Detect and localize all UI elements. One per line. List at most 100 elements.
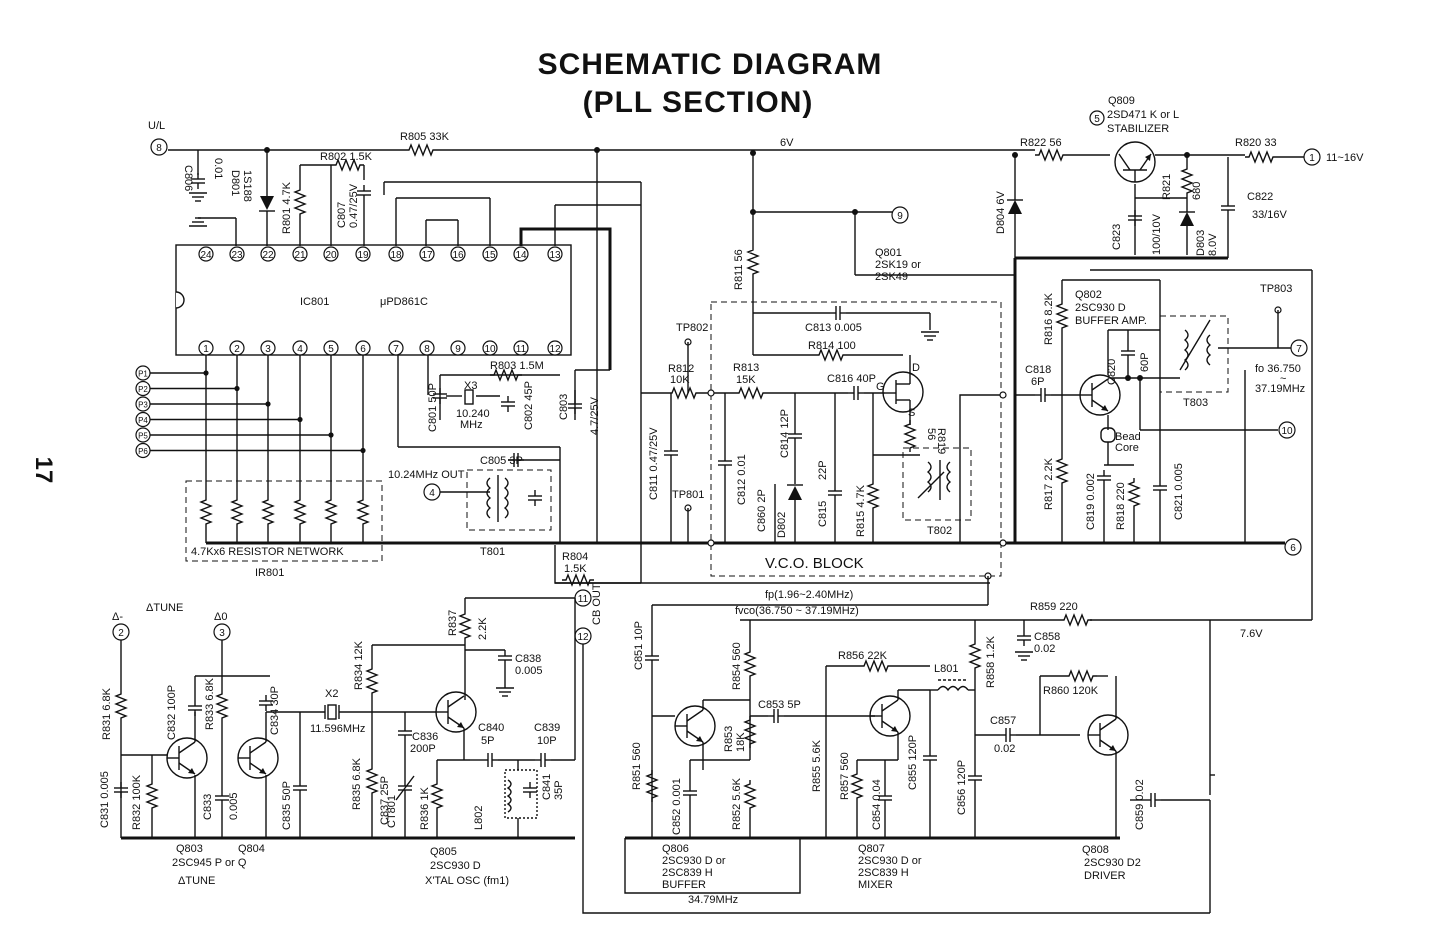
svg-text:9: 9 bbox=[455, 344, 461, 355]
program-pin-p3[interactable]: P3 bbox=[135, 396, 271, 412]
label-delta-minus: Δ- bbox=[112, 611, 123, 623]
ic801-pin-12: 12 bbox=[547, 340, 563, 356]
label-r859: R859 220 bbox=[1030, 601, 1078, 613]
label-r852: R852 5.6K bbox=[731, 777, 743, 830]
label-c815: C815 bbox=[817, 501, 829, 527]
q803-part: 2SC945 P or Q bbox=[172, 857, 247, 869]
connector-1-num: 1 bbox=[1309, 153, 1315, 164]
program-pin-p4[interactable]: P4 bbox=[135, 411, 303, 428]
ic801-pin-16: 16 bbox=[450, 246, 466, 262]
connector-10[interactable] bbox=[1278, 421, 1296, 439]
label-c806-val: 0.01 bbox=[212, 158, 224, 179]
connector-11-num: 11 bbox=[578, 594, 589, 605]
label-1024-out: 10.24MHz OUT bbox=[388, 469, 465, 481]
label-c837: C837 25P bbox=[379, 776, 391, 825]
svg-text:7: 7 bbox=[393, 344, 399, 355]
q809-desc: STABILIZER bbox=[1107, 123, 1169, 135]
program-pin-p5[interactable]: P5 bbox=[135, 427, 334, 443]
connector-1[interactable] bbox=[1303, 148, 1321, 166]
program-pin-p1[interactable]: P1 bbox=[135, 365, 209, 381]
label-c833-val: 0.005 bbox=[228, 792, 240, 820]
fet-pin-s: S bbox=[908, 407, 915, 419]
ic801-pin-13: 13 bbox=[547, 246, 563, 262]
label-x3: X3 bbox=[464, 380, 477, 392]
program-pin-p2[interactable]: P2 bbox=[135, 380, 240, 397]
svg-text:17: 17 bbox=[421, 250, 433, 261]
label-c807-val: 0.47/25V bbox=[348, 183, 360, 228]
ic801-pin-5: 5 bbox=[323, 340, 339, 356]
ic801-pin-1: 1 bbox=[198, 340, 214, 356]
label-d801-val: 1S188 bbox=[241, 170, 253, 202]
ic801-name: IC801 bbox=[300, 296, 329, 308]
connector-7[interactable] bbox=[1290, 339, 1308, 357]
label-c812: C812 0.01 bbox=[736, 454, 748, 505]
label-c857-val: 0.02 bbox=[994, 743, 1015, 755]
label-tp803: TP803 bbox=[1260, 283, 1292, 295]
q807-desc: MIXER bbox=[858, 879, 893, 891]
q801-part: 2SK19 or bbox=[875, 259, 921, 271]
label-r813-val: 15K bbox=[736, 374, 756, 386]
label-c803: C803 bbox=[558, 394, 570, 420]
label-ul: U/L bbox=[148, 120, 165, 132]
label-34-79: 34.79MHz bbox=[688, 894, 738, 906]
connector-9[interactable] bbox=[891, 206, 909, 224]
label-r856: R856 22K bbox=[838, 650, 888, 662]
label-r822: R822 56 bbox=[1020, 137, 1062, 149]
connector-8[interactable] bbox=[150, 138, 168, 156]
label-fo1: fo 36.750 bbox=[1255, 363, 1301, 375]
svg-text:P2: P2 bbox=[138, 385, 148, 394]
label-r853: R853 bbox=[723, 726, 735, 752]
svg-text:P3: P3 bbox=[138, 401, 148, 410]
label-c838-val: 0.005 bbox=[515, 665, 543, 677]
connector-5[interactable] bbox=[1089, 110, 1105, 126]
label-ct801: CT801 bbox=[386, 795, 398, 828]
label-7-6v: 7.6V bbox=[1240, 628, 1263, 640]
label-c803-val: 4.7/25V bbox=[589, 396, 601, 435]
label-c856: C856 120P bbox=[956, 760, 968, 815]
q802-part: 2SC930 D bbox=[1075, 302, 1126, 314]
label-cb-out: CB OUT bbox=[591, 583, 603, 625]
connector-12-num: 12 bbox=[577, 632, 589, 643]
label-c818-val: 6P bbox=[1031, 376, 1044, 388]
ic801-pin-15: 15 bbox=[482, 246, 498, 262]
ic801-pin-9: 9 bbox=[450, 340, 466, 356]
ic801-pin-18: 18 bbox=[388, 246, 404, 262]
q809-part: 2SD471 K or L bbox=[1107, 109, 1179, 121]
q808-ref: Q808 bbox=[1082, 844, 1109, 856]
label-c859: C859 0.02 bbox=[1134, 779, 1146, 830]
svg-text:3: 3 bbox=[265, 344, 271, 355]
label-c836: C836 bbox=[412, 731, 438, 743]
label-c839-val: 10P bbox=[537, 735, 557, 747]
ic801-pin-6: 6 bbox=[355, 340, 371, 356]
connector-4-num: 4 bbox=[429, 488, 435, 499]
label-r855: R855 5.6K bbox=[811, 739, 823, 792]
label-r812: R812 bbox=[668, 363, 694, 375]
program-pin-p6[interactable]: P6 bbox=[135, 442, 366, 459]
ic801-part: μPD861C bbox=[380, 296, 428, 308]
label-c832: C832 100P bbox=[166, 685, 178, 740]
ic801-pin-4: 4 bbox=[292, 340, 308, 356]
ic801-pin-24: 24 bbox=[198, 246, 214, 262]
svg-text:15: 15 bbox=[484, 250, 496, 261]
label-r853-val: 18K bbox=[735, 732, 747, 752]
label-r816: R816 8.2K bbox=[1043, 292, 1055, 345]
label-c814: C814 12P bbox=[779, 409, 791, 458]
label-r831: R831 6.8K bbox=[101, 687, 113, 740]
label-c801: C801 50P bbox=[427, 383, 439, 432]
label-c822-val: 33/16V bbox=[1252, 209, 1288, 221]
label-r860: R860 120K bbox=[1043, 685, 1099, 697]
svg-text:P4: P4 bbox=[138, 416, 148, 425]
q802-desc: BUFFER AMP. bbox=[1075, 315, 1147, 327]
label-c839: C839 bbox=[534, 722, 560, 734]
label-r821-val: 680 bbox=[1191, 182, 1203, 200]
svg-text:8: 8 bbox=[424, 344, 430, 355]
label-r805: R805 33K bbox=[400, 131, 450, 143]
resistor-network bbox=[200, 355, 369, 543]
t802-box bbox=[902, 447, 972, 521]
q805-ref: Q805 bbox=[430, 846, 457, 858]
vco-block-box bbox=[710, 301, 1002, 577]
connector-6[interactable] bbox=[1284, 538, 1302, 556]
ic801-pin-22: 22 bbox=[260, 246, 276, 262]
